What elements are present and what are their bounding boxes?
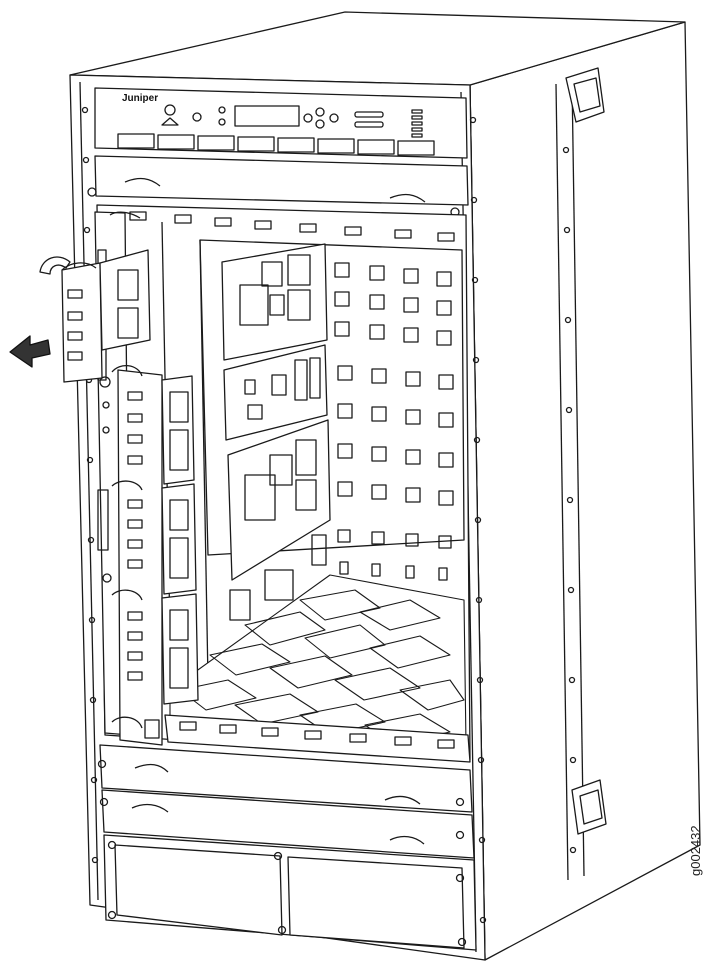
figure-id-label: g002432 bbox=[688, 825, 703, 876]
lower-plenum bbox=[97, 744, 475, 859]
power-supply-bay bbox=[103, 834, 477, 951]
upper-plenum bbox=[87, 155, 469, 217]
control-board-3 bbox=[227, 419, 331, 581]
side-rail-screws bbox=[562, 146, 577, 854]
card-cage bbox=[96, 204, 471, 763]
control-board-2 bbox=[223, 344, 328, 441]
lower-connectors bbox=[229, 534, 327, 621]
chassis-side-panel bbox=[469, 21, 701, 961]
pic-slot-1 bbox=[127, 375, 195, 485]
pic-slot-2 bbox=[111, 480, 197, 595]
led-column bbox=[411, 109, 423, 138]
craft-interface-panel bbox=[94, 87, 468, 159]
lcd-display bbox=[234, 105, 300, 127]
midplane-connectors bbox=[334, 262, 454, 581]
right-rail-holes bbox=[469, 116, 487, 924]
brand-logo: Juniper bbox=[122, 93, 159, 104]
control-board-1 bbox=[221, 243, 328, 361]
ejector-lever-icon bbox=[39, 256, 71, 275]
pic-slot-3 bbox=[111, 589, 199, 705]
bottom-connector-strip bbox=[164, 714, 471, 763]
pic-being-removed bbox=[39, 249, 151, 383]
arrow-left-icon bbox=[9, 335, 51, 368]
top-connector-strip bbox=[129, 211, 455, 242]
installed-fpc bbox=[111, 365, 199, 746]
fpc-button-row bbox=[117, 133, 435, 156]
